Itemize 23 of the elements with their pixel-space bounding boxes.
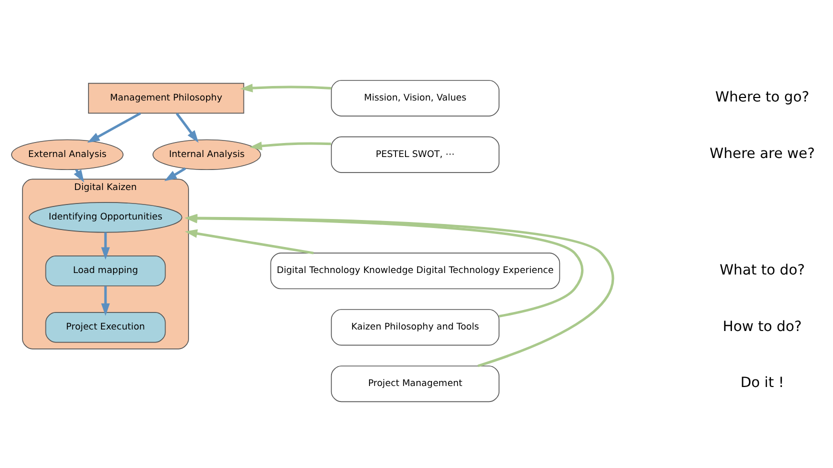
arrow (240, 84, 332, 92)
node-box: PESTEL SWOT, ⋯ (330, 136, 500, 173)
node-box: Management Philosophy (88, 82, 244, 114)
arrow (164, 167, 186, 182)
label: How to do? (722, 318, 802, 335)
arrow (249, 142, 332, 150)
node-box: Project Execution (45, 312, 166, 343)
node-box: Digital Technology Knowledge Digital Technology Experience (270, 252, 560, 290)
arrow (101, 286, 110, 316)
label: Where are we? (710, 146, 815, 162)
node-ellipse: External Analysis (11, 139, 124, 170)
node-box: Mission, Vision, Values (330, 80, 500, 116)
label: Where to go? (715, 90, 810, 106)
node-box: Project Management (330, 366, 500, 402)
arrow (87, 112, 142, 143)
arrow (176, 112, 199, 143)
node-box: Kaizen Philosophy and Tools (330, 309, 500, 346)
node-ellipse: Identifying Opportunities (28, 202, 182, 233)
label: Do it ! (740, 375, 784, 392)
label: What to do? (720, 262, 805, 278)
arrow (101, 232, 110, 260)
node-box: Load mapping (45, 256, 166, 286)
arrow (184, 229, 314, 254)
